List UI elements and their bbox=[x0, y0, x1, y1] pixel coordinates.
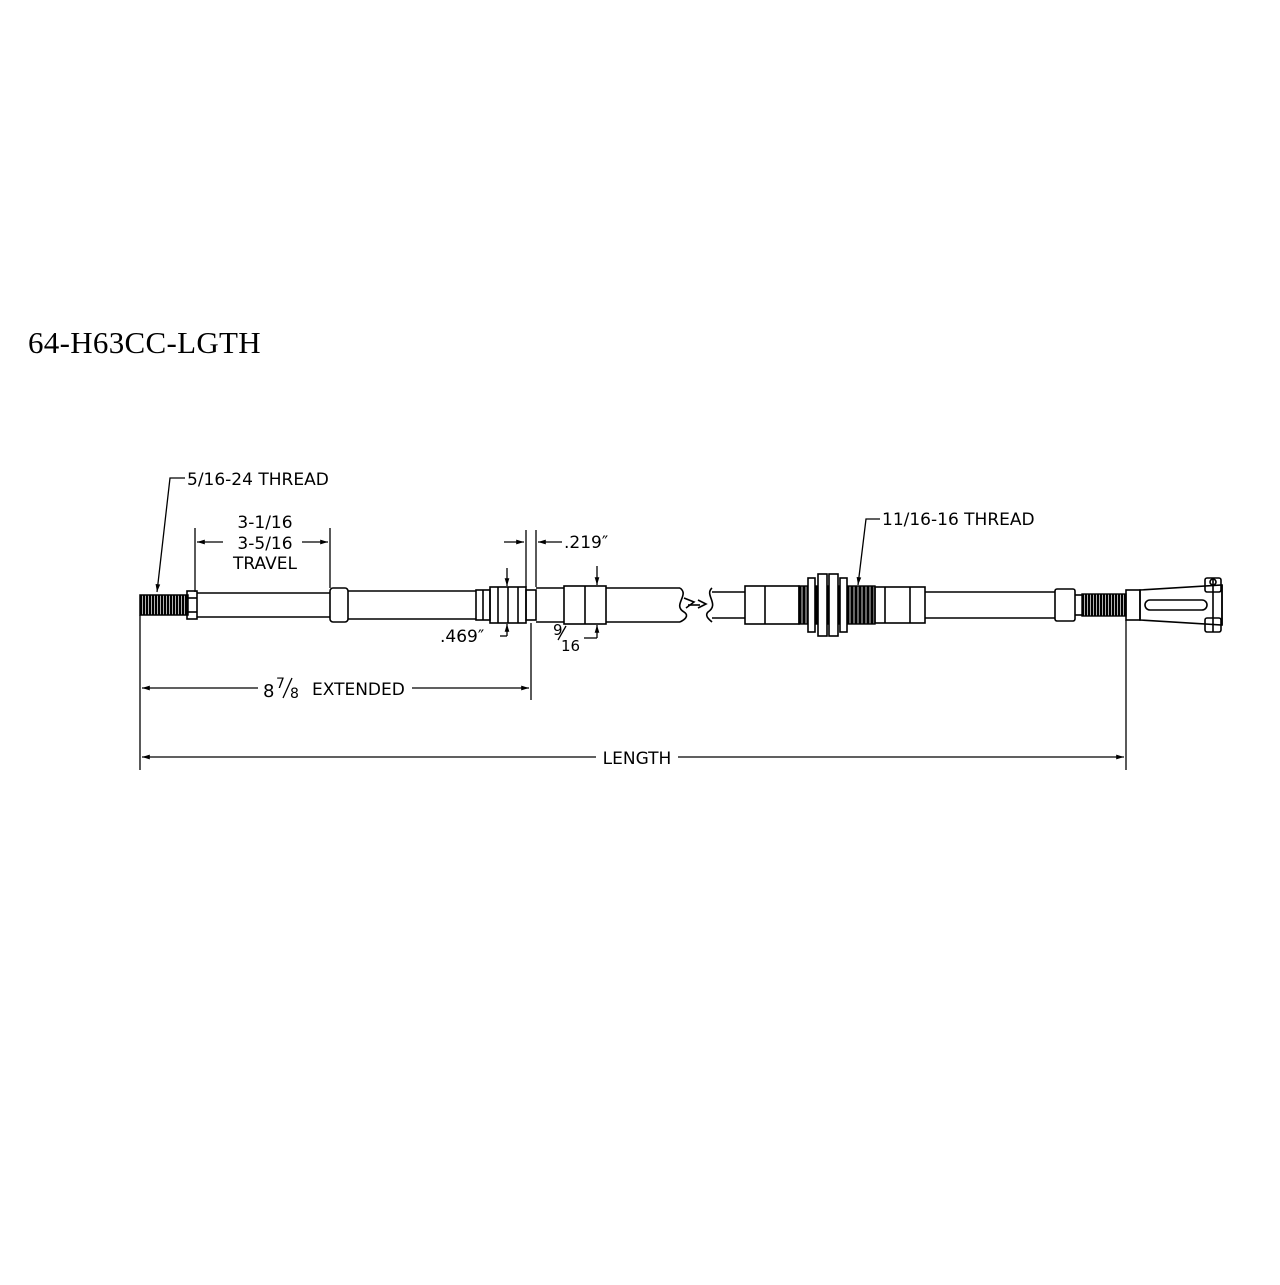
thread-left-leader bbox=[155, 477, 185, 593]
right-threaded-rod bbox=[1081, 593, 1127, 617]
extended-whole: 8 bbox=[263, 681, 274, 702]
thread-left-label: 5/16-24 THREAD bbox=[187, 470, 329, 490]
frac-916-bar bbox=[557, 625, 567, 641]
frac-916-numerator: 9 bbox=[553, 621, 563, 639]
clevis bbox=[1125, 577, 1223, 633]
travel-label-b: 3-5/16 bbox=[237, 534, 292, 554]
length-label: LENGTH bbox=[603, 749, 672, 769]
left-threaded-rod bbox=[139, 594, 189, 616]
thread-right-label: 11/16-16 THREAD bbox=[882, 510, 1035, 530]
extended-frac-den: 8 bbox=[290, 686, 299, 702]
dim-219-label: .219″ bbox=[564, 533, 608, 553]
frac-916-denominator: 16 bbox=[561, 637, 580, 655]
cable-hub bbox=[475, 585, 680, 625]
cable-break-symbol bbox=[678, 587, 714, 623]
travel-label-c: TRAVEL bbox=[232, 554, 297, 574]
thread-right-leader bbox=[856, 518, 880, 586]
extended-word: EXTENDED bbox=[312, 680, 405, 700]
extended-frac-bar bbox=[282, 677, 293, 699]
rod-sleeve bbox=[348, 590, 476, 620]
bulkhead-nuts bbox=[807, 573, 848, 637]
extended-frac-num: 7 bbox=[276, 676, 285, 692]
rod-collar bbox=[329, 587, 349, 623]
travel-label-a: 3-1/16 bbox=[237, 513, 292, 533]
conduit-right bbox=[712, 585, 800, 625]
inner-rod bbox=[197, 592, 330, 618]
left-hex-nut bbox=[186, 590, 198, 620]
part-number-title: 64-H63CC-LGTH bbox=[28, 325, 261, 360]
bulkhead-end bbox=[874, 586, 1082, 624]
dim-469-label: .469″ bbox=[440, 627, 484, 647]
